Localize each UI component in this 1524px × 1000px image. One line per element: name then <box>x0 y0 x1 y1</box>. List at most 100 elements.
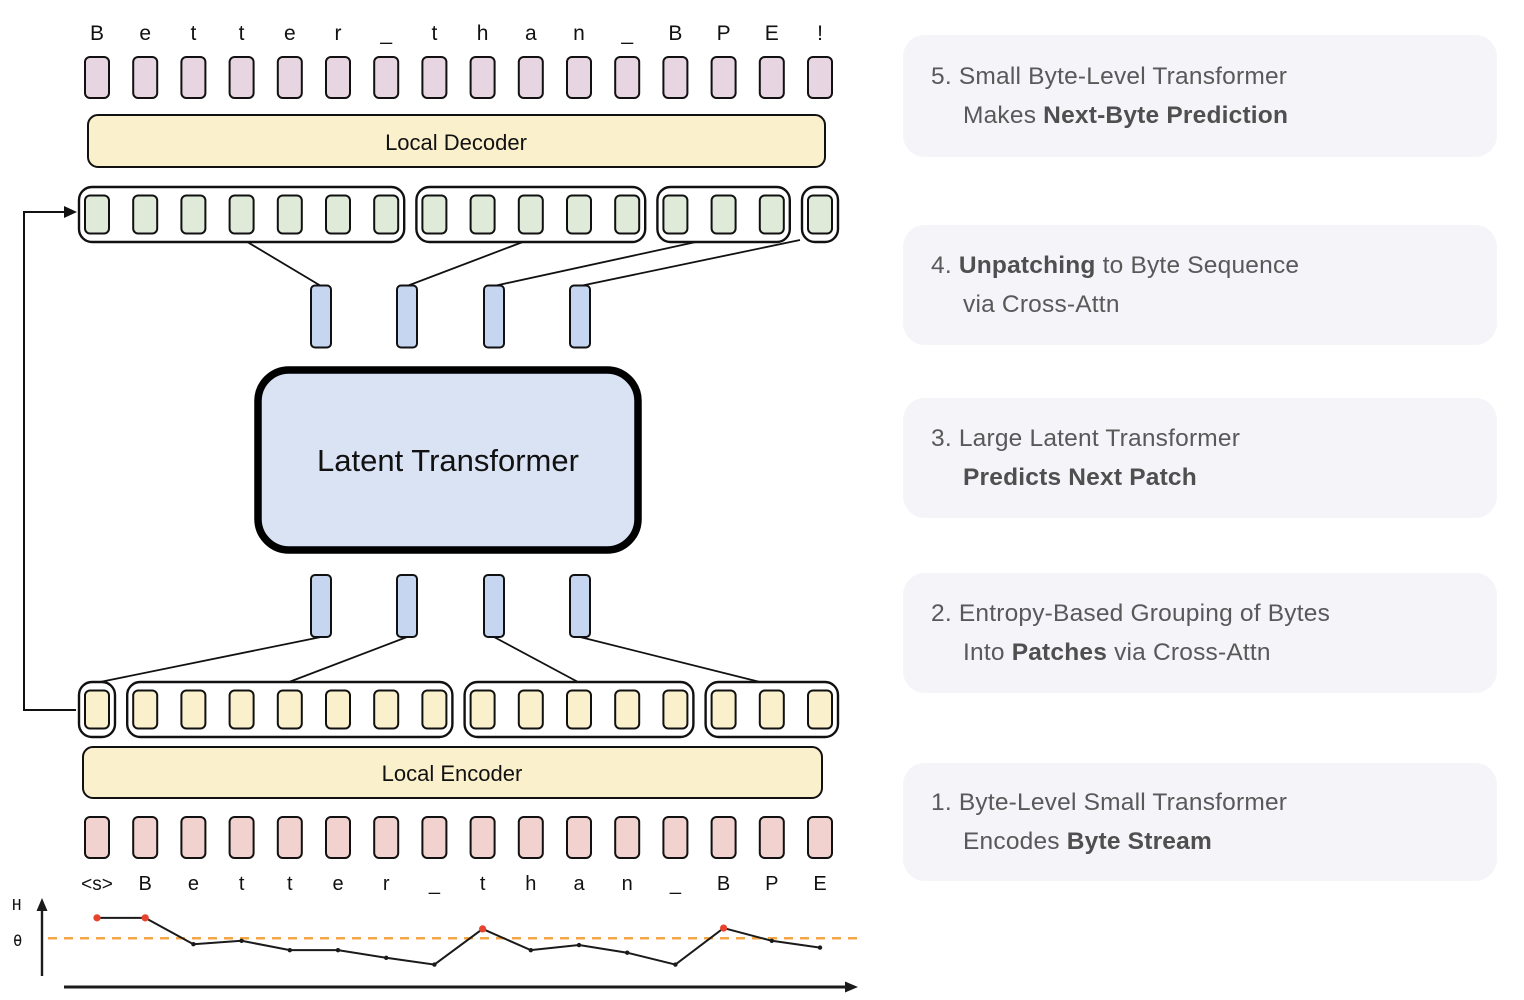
output-byte-cell <box>758 56 785 99</box>
encoder-byte-cell <box>228 689 255 730</box>
step-text: 1. Byte-Level Small Transformer <box>931 789 1288 816</box>
output-byte-letter: r <box>335 22 342 45</box>
threshold-label: θ <box>13 932 22 950</box>
encoder-byte-cell <box>517 689 544 730</box>
step-text: 3. Large Latent Transformer <box>931 425 1241 452</box>
patch-vector <box>310 284 332 349</box>
local-encoder-bar <box>82 746 823 799</box>
entropy-point <box>576 942 582 948</box>
input-byte-label: t <box>287 873 293 895</box>
encoder-byte-cell <box>373 689 400 730</box>
patch-vector <box>569 284 591 349</box>
step-text-line: Into Patches via Cross-Attn <box>931 633 1469 672</box>
input-byte-label: e <box>188 873 199 895</box>
latent-transformer-label: Latent Transformer <box>317 443 579 478</box>
output-byte-letter: t <box>431 22 437 45</box>
encoder-byte-cell <box>614 689 641 730</box>
decoder-byte-cell <box>469 194 496 235</box>
input-byte-cell <box>517 816 544 859</box>
input-byte-cell <box>807 816 833 859</box>
entropy-point <box>239 938 244 943</box>
step-text-line: Predicts Next Patch <box>931 458 1469 497</box>
patch-connector-line <box>579 636 761 683</box>
output-byte-cell <box>469 56 496 99</box>
patch-embedding <box>396 574 418 638</box>
high-entropy-point <box>93 914 101 922</box>
input-byte-cell <box>228 816 255 859</box>
input-byte-label: _ <box>428 873 441 895</box>
encoder-byte-cell <box>807 689 833 730</box>
entropy-point <box>817 945 823 950</box>
encoder-byte-cell <box>421 689 448 730</box>
input-byte-label: B <box>717 873 730 895</box>
input-byte-label: e <box>332 873 343 895</box>
input-byte-cell <box>421 816 448 859</box>
entropy-point <box>384 955 389 960</box>
step-text: Encodes <box>963 828 1067 855</box>
output-byte-cell <box>710 56 737 99</box>
step-text: 4. <box>931 252 959 279</box>
entropy-plot: Hθ <box>12 896 858 993</box>
step-text: Into <box>963 639 1012 666</box>
input-byte-cell <box>710 816 737 859</box>
local-decoder-bar <box>87 114 826 168</box>
input-byte-label: _ <box>669 873 682 895</box>
input-byte-label: r <box>383 873 390 895</box>
decoder-byte-cell <box>276 194 303 235</box>
step-text-bold: Byte Stream <box>1066 828 1212 855</box>
patch-embedding <box>483 574 505 638</box>
output-byte-letter: _ <box>379 22 392 45</box>
output-byte-cell <box>566 56 592 99</box>
step-text-bold: Unpatching <box>958 252 1096 279</box>
step-text-line: via Cross-Attn <box>931 285 1469 324</box>
output-byte-letter: t <box>190 22 196 45</box>
step-text-bold: Next-Byte Prediction <box>1043 102 1289 129</box>
output-byte-cell <box>180 56 207 99</box>
decoder-byte-cell <box>807 194 833 235</box>
autoregressive-loop-arrow <box>23 211 76 711</box>
input-byte-label: t <box>239 873 245 895</box>
input-byte-label: P <box>765 873 778 895</box>
patch-connector-line <box>288 636 408 683</box>
encoder-byte-cell <box>132 689 159 730</box>
input-byte-cell <box>566 816 592 859</box>
output-byte-cell <box>373 56 400 99</box>
decoder-byte-cell <box>84 194 110 235</box>
output-byte-cell <box>421 56 448 99</box>
patch-connector-line <box>406 239 529 287</box>
step-text: 5. Small Byte-Level Transformer <box>931 63 1288 90</box>
output-byte-letter: B <box>668 22 682 45</box>
step-text-bold: Patches <box>1011 639 1108 666</box>
high-entropy-point <box>141 914 149 922</box>
step-text-line: Makes Next-Byte Prediction <box>931 96 1469 135</box>
input-byte-cell <box>325 816 351 859</box>
decoder-byte-cell <box>614 194 641 235</box>
decoder-byte-cell <box>421 194 448 235</box>
entropy-point <box>625 950 630 955</box>
input-byte-cell <box>614 816 641 859</box>
output-byte-cell <box>807 56 833 99</box>
entropy-point <box>335 947 341 953</box>
output-byte-cell <box>325 56 351 99</box>
entropy-point <box>432 962 437 967</box>
step-text-line: Encodes Byte Stream <box>931 822 1469 861</box>
step-text-line: 4. Unpatching to Byte Sequence <box>931 246 1469 285</box>
output-byte-letter: B <box>90 22 104 45</box>
patch-connector-line <box>99 636 322 683</box>
encoder-byte-cell <box>180 689 207 730</box>
step-text-line: 1. Byte-Level Small Transformer <box>931 783 1469 822</box>
loop-arrowhead-icon <box>64 206 77 218</box>
step-text: Makes <box>963 102 1044 129</box>
input-byte-cell <box>469 816 496 859</box>
output-byte-letter: _ <box>620 22 633 45</box>
input-byte-cell <box>758 816 785 859</box>
output-byte-letter: e <box>284 22 296 45</box>
decoder-byte-cell <box>132 194 159 235</box>
output-byte-letter: a <box>525 22 537 45</box>
